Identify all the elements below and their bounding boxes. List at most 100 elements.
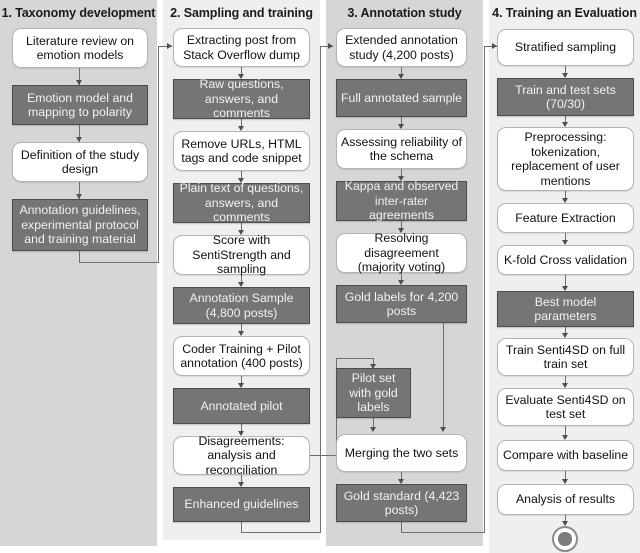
- node-assessing-reliability[interactable]: Assessing reliability of the schema: [336, 129, 467, 169]
- node-label: Coder Training + Pilot annotation (400 p…: [180, 341, 303, 371]
- node-label: Emotion model and mapping to polarity: [27, 90, 133, 120]
- node-label: Literature review on emotion models: [26, 33, 134, 63]
- node-train-senti4sd[interactable]: Train Senti4SD on full train set: [497, 338, 634, 376]
- node-stratified-sampling[interactable]: Stratified sampling: [497, 29, 634, 66]
- arrowhead: [562, 240, 568, 245]
- node-evaluate-senti4sd[interactable]: Evaluate Senti4SD on test set: [497, 388, 634, 426]
- connector-p2n2-p2n3: [241, 119, 242, 130]
- node-label: Compare with baseline: [502, 448, 629, 463]
- node-label: Enhanced guidelines: [184, 497, 299, 512]
- node-gold-standard[interactable]: Gold standard (4,423 posts): [336, 484, 467, 522]
- node-extended-annotation-study[interactable]: Extended annotation study (4,200 posts): [336, 28, 467, 67]
- arrowhead: [238, 178, 244, 183]
- node-label: Analysis of results: [515, 492, 616, 507]
- node-annotated-pilot[interactable]: Annotated pilot: [173, 388, 310, 424]
- panel-title-2: 2. Sampling and training: [170, 6, 313, 20]
- arrowhead: [370, 364, 376, 369]
- connector-p1n3-p1n4: [79, 182, 80, 199]
- node-label: Evaluate Senti4SD on test set: [505, 392, 626, 422]
- node-label: Score with SentiStrength and sampling: [192, 233, 291, 277]
- node-feature-extraction[interactable]: Feature Extraction: [497, 203, 634, 233]
- node-raw-questions-answers-comments[interactable]: Raw questions, answers, and comments: [173, 77, 310, 120]
- connector-panel3-to-panel4-seg3: [484, 46, 485, 533]
- connector-p2n9-p2n10: [241, 475, 242, 486]
- connector-p4n6-p4n7: [565, 327, 566, 337]
- node-label: Resolving disagreement (majority voting): [357, 231, 446, 275]
- node-kfold-cross-validation[interactable]: K-fold Cross validation: [497, 245, 634, 275]
- connector-p2n4-p2n5: [241, 223, 242, 234]
- node-label: Extracting post from Stack Overflow dump: [183, 33, 300, 62]
- connector-disagreements-to-pilotset-seg1: [310, 455, 337, 456]
- end-node-icon: [552, 526, 578, 552]
- node-score-sentistrength[interactable]: Score with SentiStrength and sampling: [173, 233, 310, 277]
- arrowhead: [398, 176, 404, 181]
- connector-p4n4-p4n5: [565, 233, 566, 244]
- panel-title-4: 4. Training an Evaluation: [492, 6, 637, 20]
- connector-p4n10-end: [565, 515, 566, 525]
- node-analysis-of-results[interactable]: Analysis of results: [497, 484, 634, 515]
- node-train-test-sets[interactable]: Train and test sets (70/30): [497, 78, 634, 116]
- arrowhead: [238, 230, 244, 235]
- node-label: Gold labels for 4,200 posts: [344, 289, 459, 319]
- arrowhead: [562, 122, 568, 127]
- node-label: Merging the two sets: [344, 445, 459, 460]
- arrowhead: [238, 383, 244, 388]
- connector-p3n2-p3n3: [401, 117, 402, 128]
- node-label: Feature Extraction: [515, 210, 616, 225]
- arrowhead: [440, 427, 446, 432]
- node-label: Extended annotation study (4,200 posts): [345, 33, 458, 62]
- connector-panel2-to-panel3-seg4: [320, 46, 333, 47]
- node-gold-labels[interactable]: Gold labels for 4,200 posts: [336, 285, 467, 323]
- arrowhead: [76, 137, 82, 142]
- node-best-model-parameters[interactable]: Best model parameters: [497, 291, 634, 327]
- node-study-design-definition[interactable]: Definition of the study design: [12, 142, 148, 182]
- arrowhead: [398, 280, 404, 285]
- connector-p4n5-p4n6: [565, 275, 566, 290]
- node-compare-with-baseline[interactable]: Compare with baseline: [497, 440, 634, 471]
- panel-title-3: 3. Annotation study: [347, 6, 462, 20]
- end-node-inner: [558, 532, 572, 546]
- node-annotation-sample[interactable]: Annotation Sample (4,800 posts): [173, 287, 310, 324]
- node-label: Assessing reliability of the schema: [341, 134, 462, 164]
- connector-disagreements-to-pilotset-seg4: [373, 358, 374, 368]
- node-label: Annotation guidelines, experimental prot…: [19, 203, 141, 247]
- node-remove-urls-html[interactable]: Remove URLs, HTML tags and code snippet: [173, 131, 310, 171]
- arrowhead: [562, 435, 568, 440]
- arrowhead: [238, 282, 244, 287]
- arrowhead: [398, 228, 404, 233]
- arrowhead: [328, 43, 333, 49]
- node-kappa-interrater[interactable]: Kappa and observed inter-rater agreement…: [336, 179, 467, 222]
- connector-disagreements-to-pilotset-seg3: [336, 358, 373, 359]
- connector-p3n5-p3n6: [401, 273, 402, 284]
- node-plain-text[interactable]: Plain text of questions, answers, and co…: [173, 181, 310, 225]
- arrowhead: [562, 198, 568, 203]
- node-label: Disagreements: analysis and reconciliati…: [198, 433, 285, 477]
- node-extracting-posts[interactable]: Extracting post from Stack Overflow dump: [173, 28, 310, 67]
- connector-p4n3-p4n4: [565, 191, 566, 202]
- node-resolving-disagreement[interactable]: Resolving disagreement (majority voting): [336, 231, 467, 275]
- connector-panel2-to-panel3-seg2: [241, 532, 321, 533]
- node-coder-training-pilot[interactable]: Coder Training + Pilot annotation (400 p…: [173, 336, 310, 376]
- node-annotation-guidelines[interactable]: Annotation guidelines, experimental prot…: [12, 199, 148, 251]
- node-label: Plain text of questions, answers, and co…: [179, 181, 304, 225]
- arrowhead: [562, 521, 568, 526]
- node-merging-two-sets[interactable]: Merging the two sets: [336, 434, 467, 472]
- arrowhead: [76, 80, 82, 85]
- node-preprocessing[interactable]: Preprocessing: tokenization, replacement…: [497, 127, 634, 191]
- node-pilot-set-gold-labels[interactable]: Pilot set with gold labels: [336, 368, 411, 418]
- node-emotion-model-polarity[interactable]: Emotion model and mapping to polarity: [12, 85, 148, 125]
- arrowhead: [562, 286, 568, 291]
- arrowhead: [238, 74, 244, 79]
- node-enhanced-guidelines[interactable]: Enhanced guidelines: [173, 487, 310, 522]
- connector-p4n9-p4n10: [565, 471, 566, 483]
- connector-panel1-to-panel2-seg2: [79, 262, 159, 263]
- connector-p2n6-p2n7: [241, 324, 242, 335]
- node-disagreements-analysis[interactable]: Disagreements: analysis and reconciliati…: [173, 433, 310, 477]
- node-literature-review[interactable]: Literature review on emotion models: [12, 28, 148, 68]
- node-label: Stratified sampling: [514, 40, 617, 55]
- arrowhead: [562, 383, 568, 388]
- connector-p3n1-p3n2: [401, 67, 402, 78]
- node-full-annotated-sample[interactable]: Full annotated sample: [336, 79, 467, 117]
- node-label: Annotated pilot: [200, 398, 283, 413]
